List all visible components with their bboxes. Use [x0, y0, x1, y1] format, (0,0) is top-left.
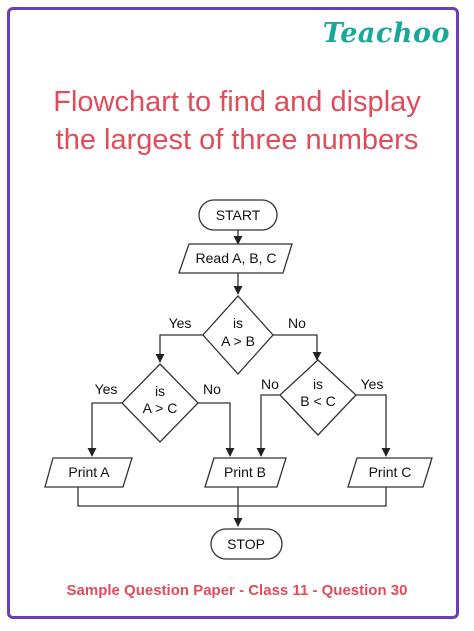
decision3-yes-label: Yes [361, 376, 384, 392]
arrow-decision3-yes [356, 394, 391, 457]
stop-terminal [210, 528, 283, 560]
stop-label: STOP [227, 536, 265, 552]
print-b-box [204, 457, 287, 488]
decision2-line2: A > C [143, 400, 178, 416]
decision2-yes-label: Yes [95, 381, 118, 397]
page-title-line-1: Flowchart to find and display [53, 86, 421, 118]
decision3-line1: is [313, 376, 323, 392]
merge-line [77, 487, 387, 507]
start-label: START [216, 207, 261, 223]
print-a-box [44, 457, 133, 488]
read-input-box [178, 243, 293, 274]
decision2-no-label: No [203, 381, 221, 397]
decision3-no-label: No [261, 376, 279, 392]
decision2-line1: is [155, 383, 165, 399]
print-b-label: Print B [224, 464, 266, 480]
arrow-decision1-yes [155, 334, 203, 363]
start-terminal [198, 199, 278, 231]
decision1-no-label: No [288, 315, 306, 331]
print-c-box [347, 457, 433, 488]
page-title-line-2: the largest of three numbers [55, 124, 419, 156]
arrow-decision2-no [198, 402, 235, 457]
teachoo-logo: Teachoo [322, 18, 450, 49]
decision3-line2: B < C [300, 393, 335, 409]
decision-b-lt-c [279, 359, 357, 436]
footer-caption: Sample Question Paper - Class 11 - Quest… [66, 582, 408, 599]
decision1-line2: A > B [221, 333, 255, 349]
print-c-label: Print C [369, 464, 412, 480]
decision1-yes-label: Yes [169, 315, 192, 331]
print-a-label: Print A [68, 464, 110, 480]
arrow-decision3-no [256, 394, 280, 457]
arrow-decision1-no [273, 334, 322, 361]
decision-a-gt-b [202, 295, 274, 375]
decision-a-gt-c [121, 363, 199, 443]
read-label: Read A, B, C [196, 250, 277, 266]
decision1-line1: is [233, 315, 243, 331]
arrow-decision2-yes [87, 402, 122, 457]
page-frame [7, 7, 459, 619]
